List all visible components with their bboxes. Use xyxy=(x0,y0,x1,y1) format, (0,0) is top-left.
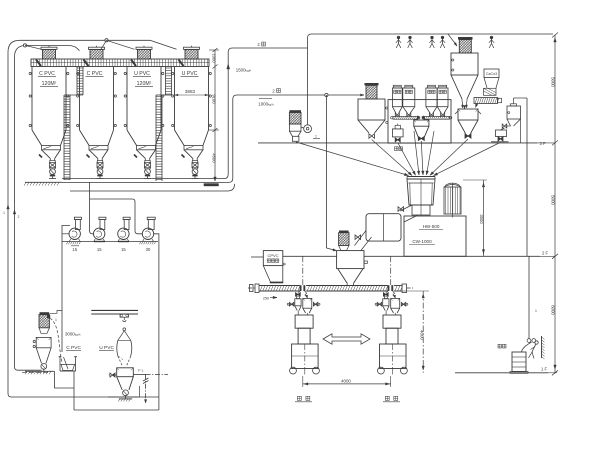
svg-text:5000: 5000 xyxy=(551,77,556,87)
svg-text:C PVC: C PVC xyxy=(87,71,103,77)
svg-text:U PVC: U PVC xyxy=(134,71,150,77)
svg-text:1 F: 1 F xyxy=(541,367,547,372)
svg-text:U PVC: U PVC xyxy=(99,345,114,351)
svg-text:9100: 9100 xyxy=(212,94,217,104)
svg-text:1: 1 xyxy=(315,135,317,139)
svg-text:15: 15 xyxy=(72,247,77,252)
svg-text:U PVC: U PVC xyxy=(182,71,198,77)
svg-text:2 F: 2 F xyxy=(542,251,548,256)
svg-text:3883: 3883 xyxy=(185,89,196,94)
svg-text:C PVC: C PVC xyxy=(39,71,55,77)
svg-text:3500: 3500 xyxy=(479,214,484,224)
svg-text:F L: F L xyxy=(138,369,143,373)
svg-text:CPVC: CPVC xyxy=(267,253,278,258)
svg-text:120M3: 120M3 xyxy=(42,81,57,88)
svg-text:15: 15 xyxy=(121,247,126,252)
svg-text:2: 2 xyxy=(272,89,275,94)
svg-text:4000: 4000 xyxy=(420,330,425,340)
svg-text:4000: 4000 xyxy=(341,378,351,383)
svg-text:6000: 6000 xyxy=(551,305,556,315)
svg-text:3 F: 3 F xyxy=(540,141,546,146)
svg-text:250: 250 xyxy=(263,297,269,301)
svg-text:30: 30 xyxy=(146,247,151,252)
svg-text:1000: 1000 xyxy=(212,53,217,63)
svg-text:4500: 4500 xyxy=(212,153,217,163)
svg-text:3000kg/h: 3000kg/h xyxy=(65,332,81,337)
svg-text:1500kg/h: 1500kg/h xyxy=(236,68,252,73)
svg-text:2: 2 xyxy=(18,215,20,219)
svg-text:1: 1 xyxy=(55,318,57,322)
svg-text:1: 1 xyxy=(535,309,537,313)
svg-text:C PVC: C PVC xyxy=(66,345,81,351)
svg-text:HW-500: HW-500 xyxy=(423,224,440,229)
svg-text:CaCo3: CaCo3 xyxy=(486,72,497,76)
svg-text:15: 15 xyxy=(97,247,102,252)
svg-text:120M3: 120M3 xyxy=(137,81,152,88)
svg-text:CW-1000: CW-1000 xyxy=(412,239,432,244)
svg-text:2: 2 xyxy=(257,42,260,47)
svg-text:1000kg/h: 1000kg/h xyxy=(258,102,274,107)
svg-text:5000: 5000 xyxy=(551,195,556,205)
svg-text:1: 1 xyxy=(3,211,5,215)
